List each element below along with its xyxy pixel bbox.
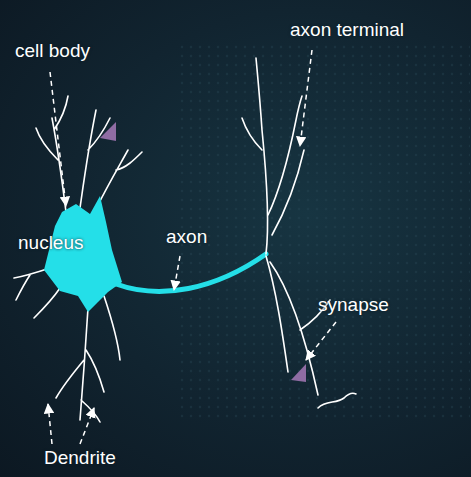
axon-terminals xyxy=(242,58,356,408)
dendrites xyxy=(14,96,142,422)
part-label: nucleus xyxy=(18,232,84,254)
part-label: synapse xyxy=(318,294,389,316)
part-label: Dendrite xyxy=(44,447,116,469)
part-label: axon terminal xyxy=(290,19,404,41)
synaptic-terminal xyxy=(291,364,306,382)
synaptic-terminal xyxy=(100,122,116,141)
cell-body-shape xyxy=(44,196,122,312)
part-label: axon xyxy=(166,226,207,248)
axon-shape xyxy=(116,254,266,291)
part-label: cell body xyxy=(15,40,90,62)
map-texture xyxy=(180,40,470,420)
leader-arrows xyxy=(48,50,336,444)
